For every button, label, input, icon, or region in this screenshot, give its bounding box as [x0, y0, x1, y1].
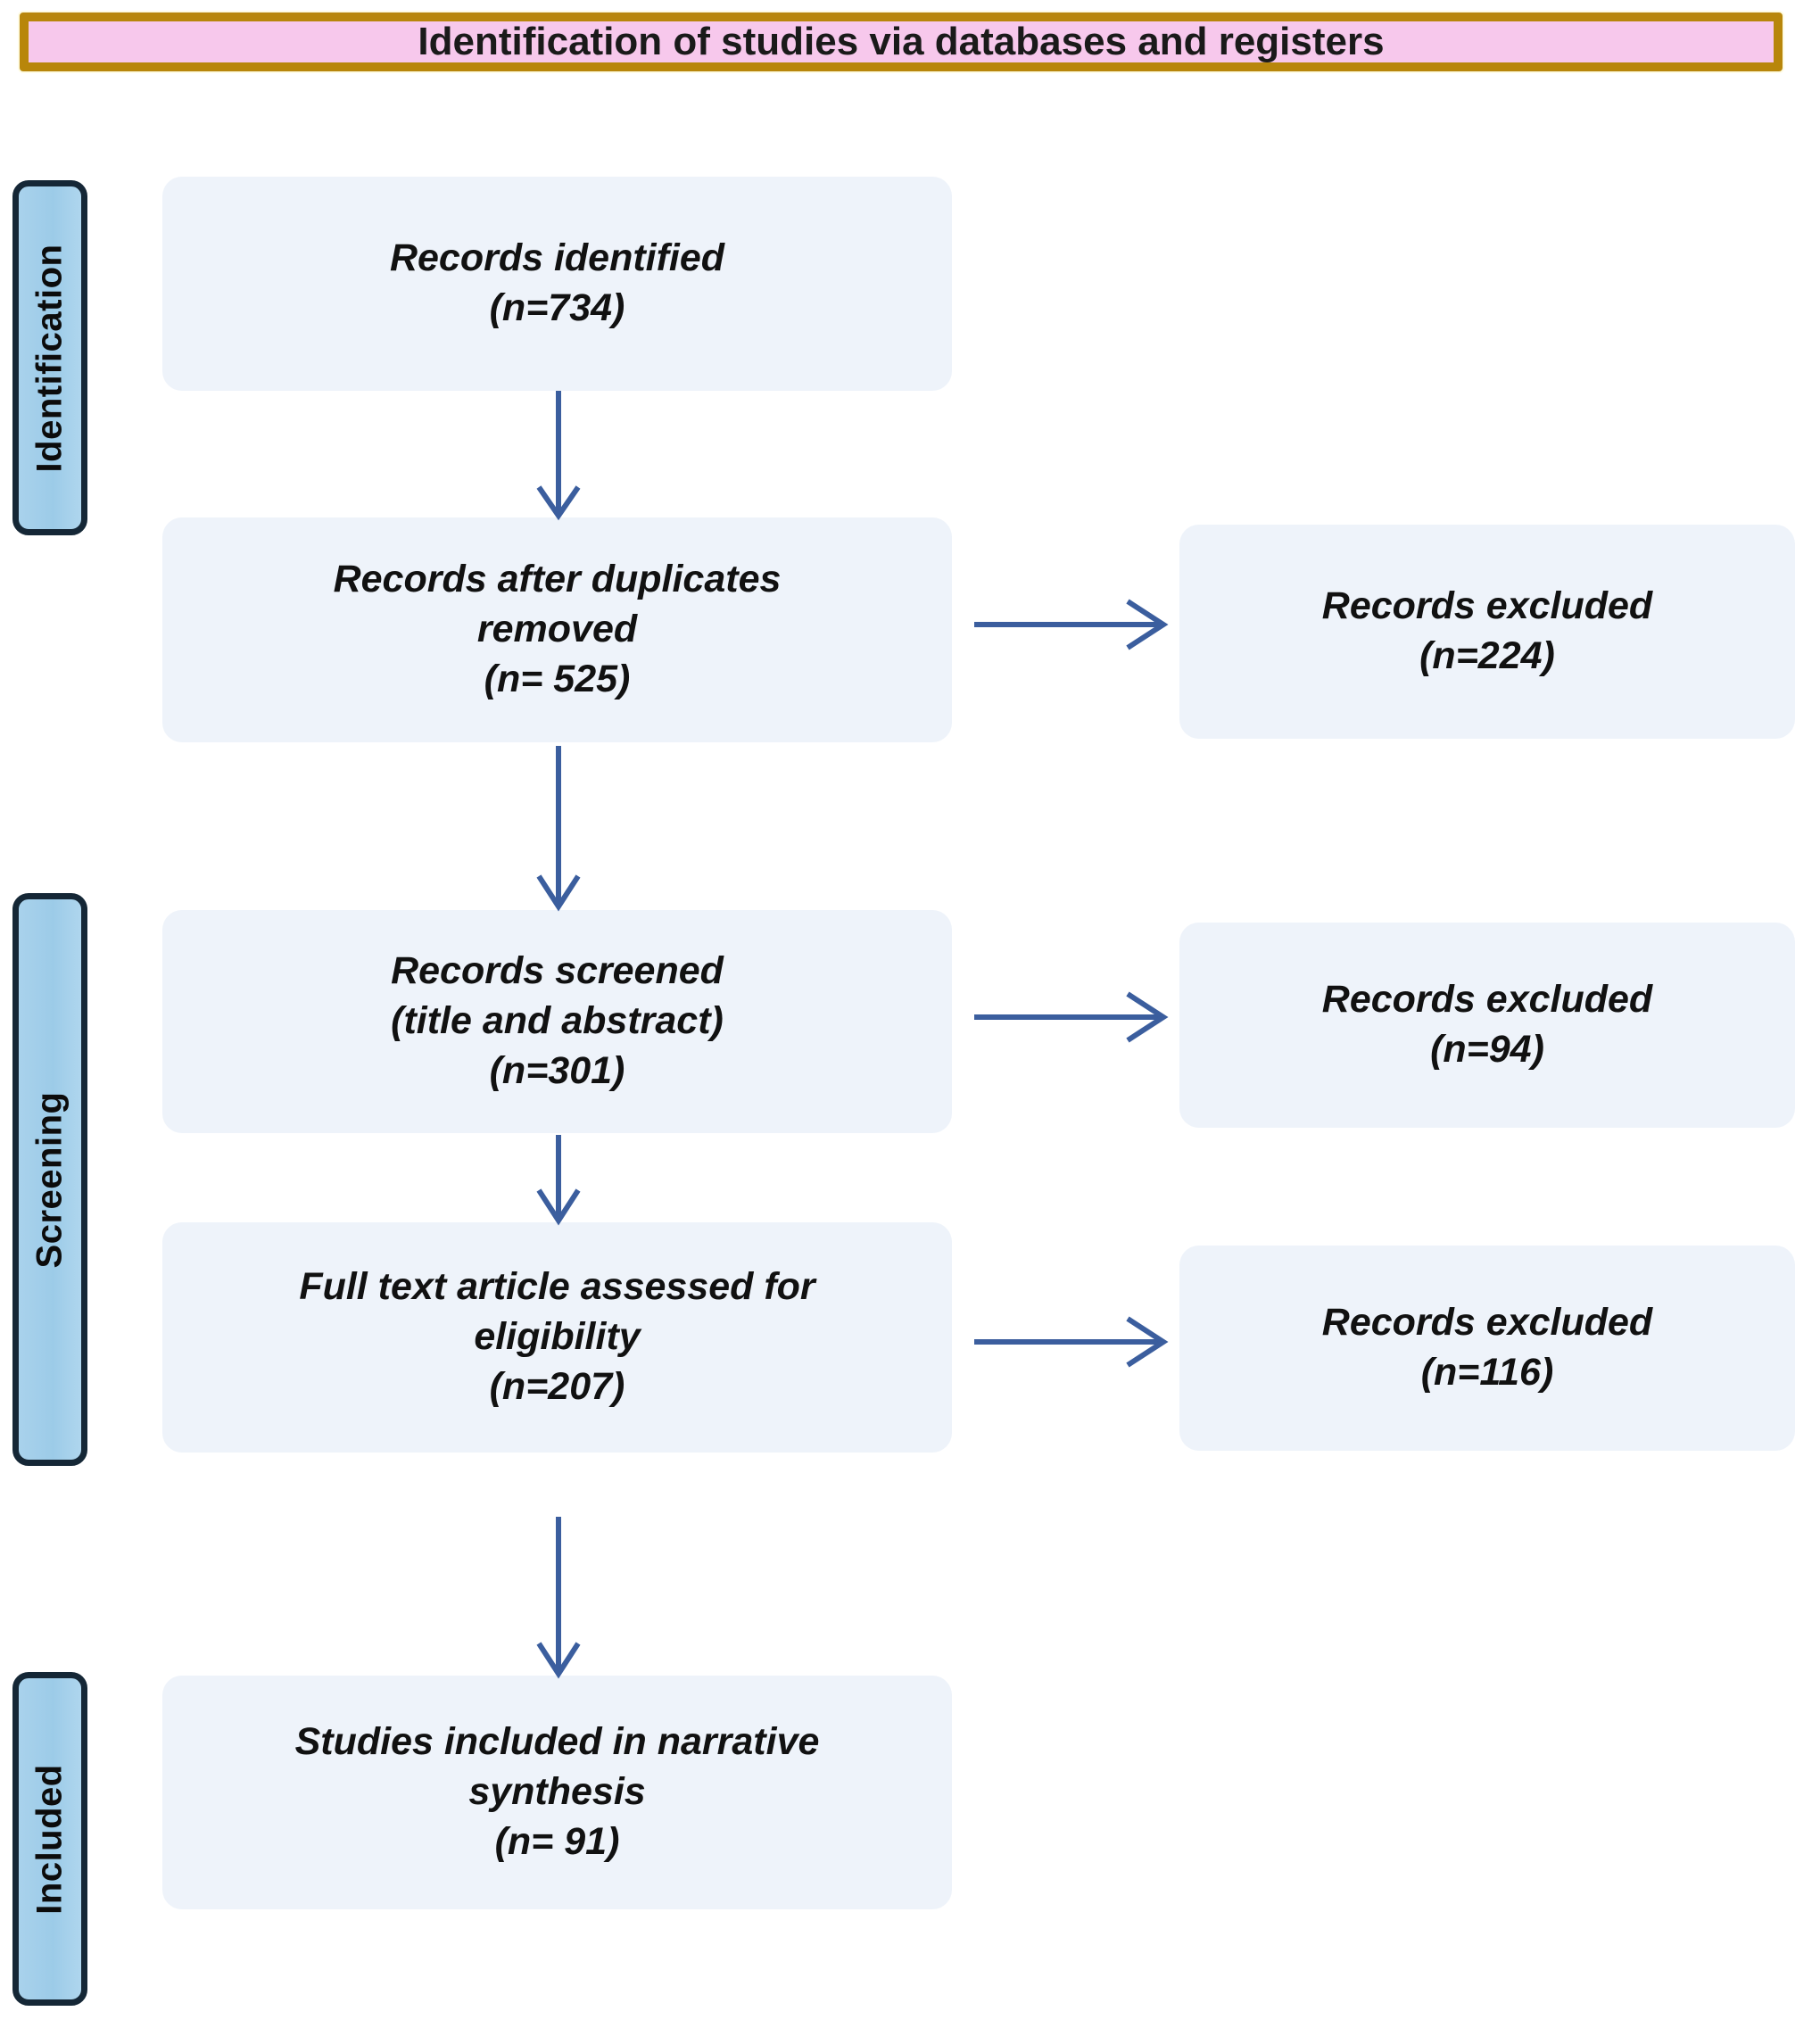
box-line: (n=116) — [1420, 1351, 1554, 1394]
arrow-after-duplicates-to-excluded-224 — [974, 589, 1169, 660]
box-line: removed — [476, 608, 638, 651]
stage-pill-screening: Screening — [12, 893, 87, 1466]
stage-label-identification: Identification — [29, 244, 70, 472]
box-line: Records excluded — [1321, 1301, 1653, 1345]
box-line: (n= 525) — [484, 657, 631, 700]
stage-pill-identification: Identification — [12, 180, 87, 535]
box-records-identified: Records identified (n=734) — [162, 177, 952, 391]
box-line: Records after duplicates — [333, 558, 782, 601]
stage-pill-included: Included — [12, 1672, 87, 2006]
box-line: (n= 91) — [494, 1819, 620, 1863]
box-line: Studies included in narrative — [294, 1720, 820, 1764]
box-records-excluded-94: Records excluded (n=94) — [1179, 923, 1795, 1128]
arrow-identified-to-after-duplicates — [523, 391, 594, 521]
box-line: Records excluded — [1321, 584, 1653, 628]
arrow-fulltext-to-excluded-116 — [974, 1306, 1169, 1378]
box-line: synthesis — [468, 1770, 646, 1814]
box-records-after-duplicates-removed: Records after duplicates removed (n= 525… — [162, 517, 952, 742]
box-line: (n=301) — [489, 1048, 625, 1092]
box-full-text-assessed: Full text article assessed for eligibili… — [162, 1222, 952, 1453]
box-records-screened: Records screened (title and abstract) (n… — [162, 910, 952, 1133]
box-line: (title and abstract) — [391, 999, 724, 1043]
box-line: (n=94) — [1430, 1028, 1544, 1071]
box-line: Records excluded — [1321, 978, 1653, 1022]
box-records-excluded-116: Records excluded (n=116) — [1179, 1246, 1795, 1451]
stage-label-screening: Screening — [29, 1091, 70, 1268]
arrow-fulltext-to-included — [523, 1517, 594, 1679]
stage-label-included: Included — [29, 1763, 70, 1915]
box-line: (n=734) — [489, 286, 625, 329]
box-line: Full text article assessed for — [299, 1265, 815, 1309]
arrow-screened-to-fulltext — [523, 1135, 594, 1226]
box-line: Records identified — [389, 236, 725, 280]
box-line: (n=207) — [489, 1364, 625, 1408]
arrow-screened-to-excluded-94 — [974, 981, 1169, 1053]
diagram-header-banner: Identification of studies via databases … — [20, 12, 1783, 71]
box-line: (n=224) — [1419, 634, 1555, 677]
box-line: Records screened — [391, 949, 724, 993]
box-line: eligibility — [474, 1315, 641, 1359]
box-studies-included: Studies included in narrative synthesis … — [162, 1676, 952, 1909]
box-records-excluded-224: Records excluded (n=224) — [1179, 525, 1795, 739]
page-title: Identification of studies via databases … — [418, 20, 1385, 63]
arrow-after-duplicates-to-screened — [523, 746, 594, 912]
diagram-header-fill: Identification of studies via databases … — [29, 20, 1774, 63]
